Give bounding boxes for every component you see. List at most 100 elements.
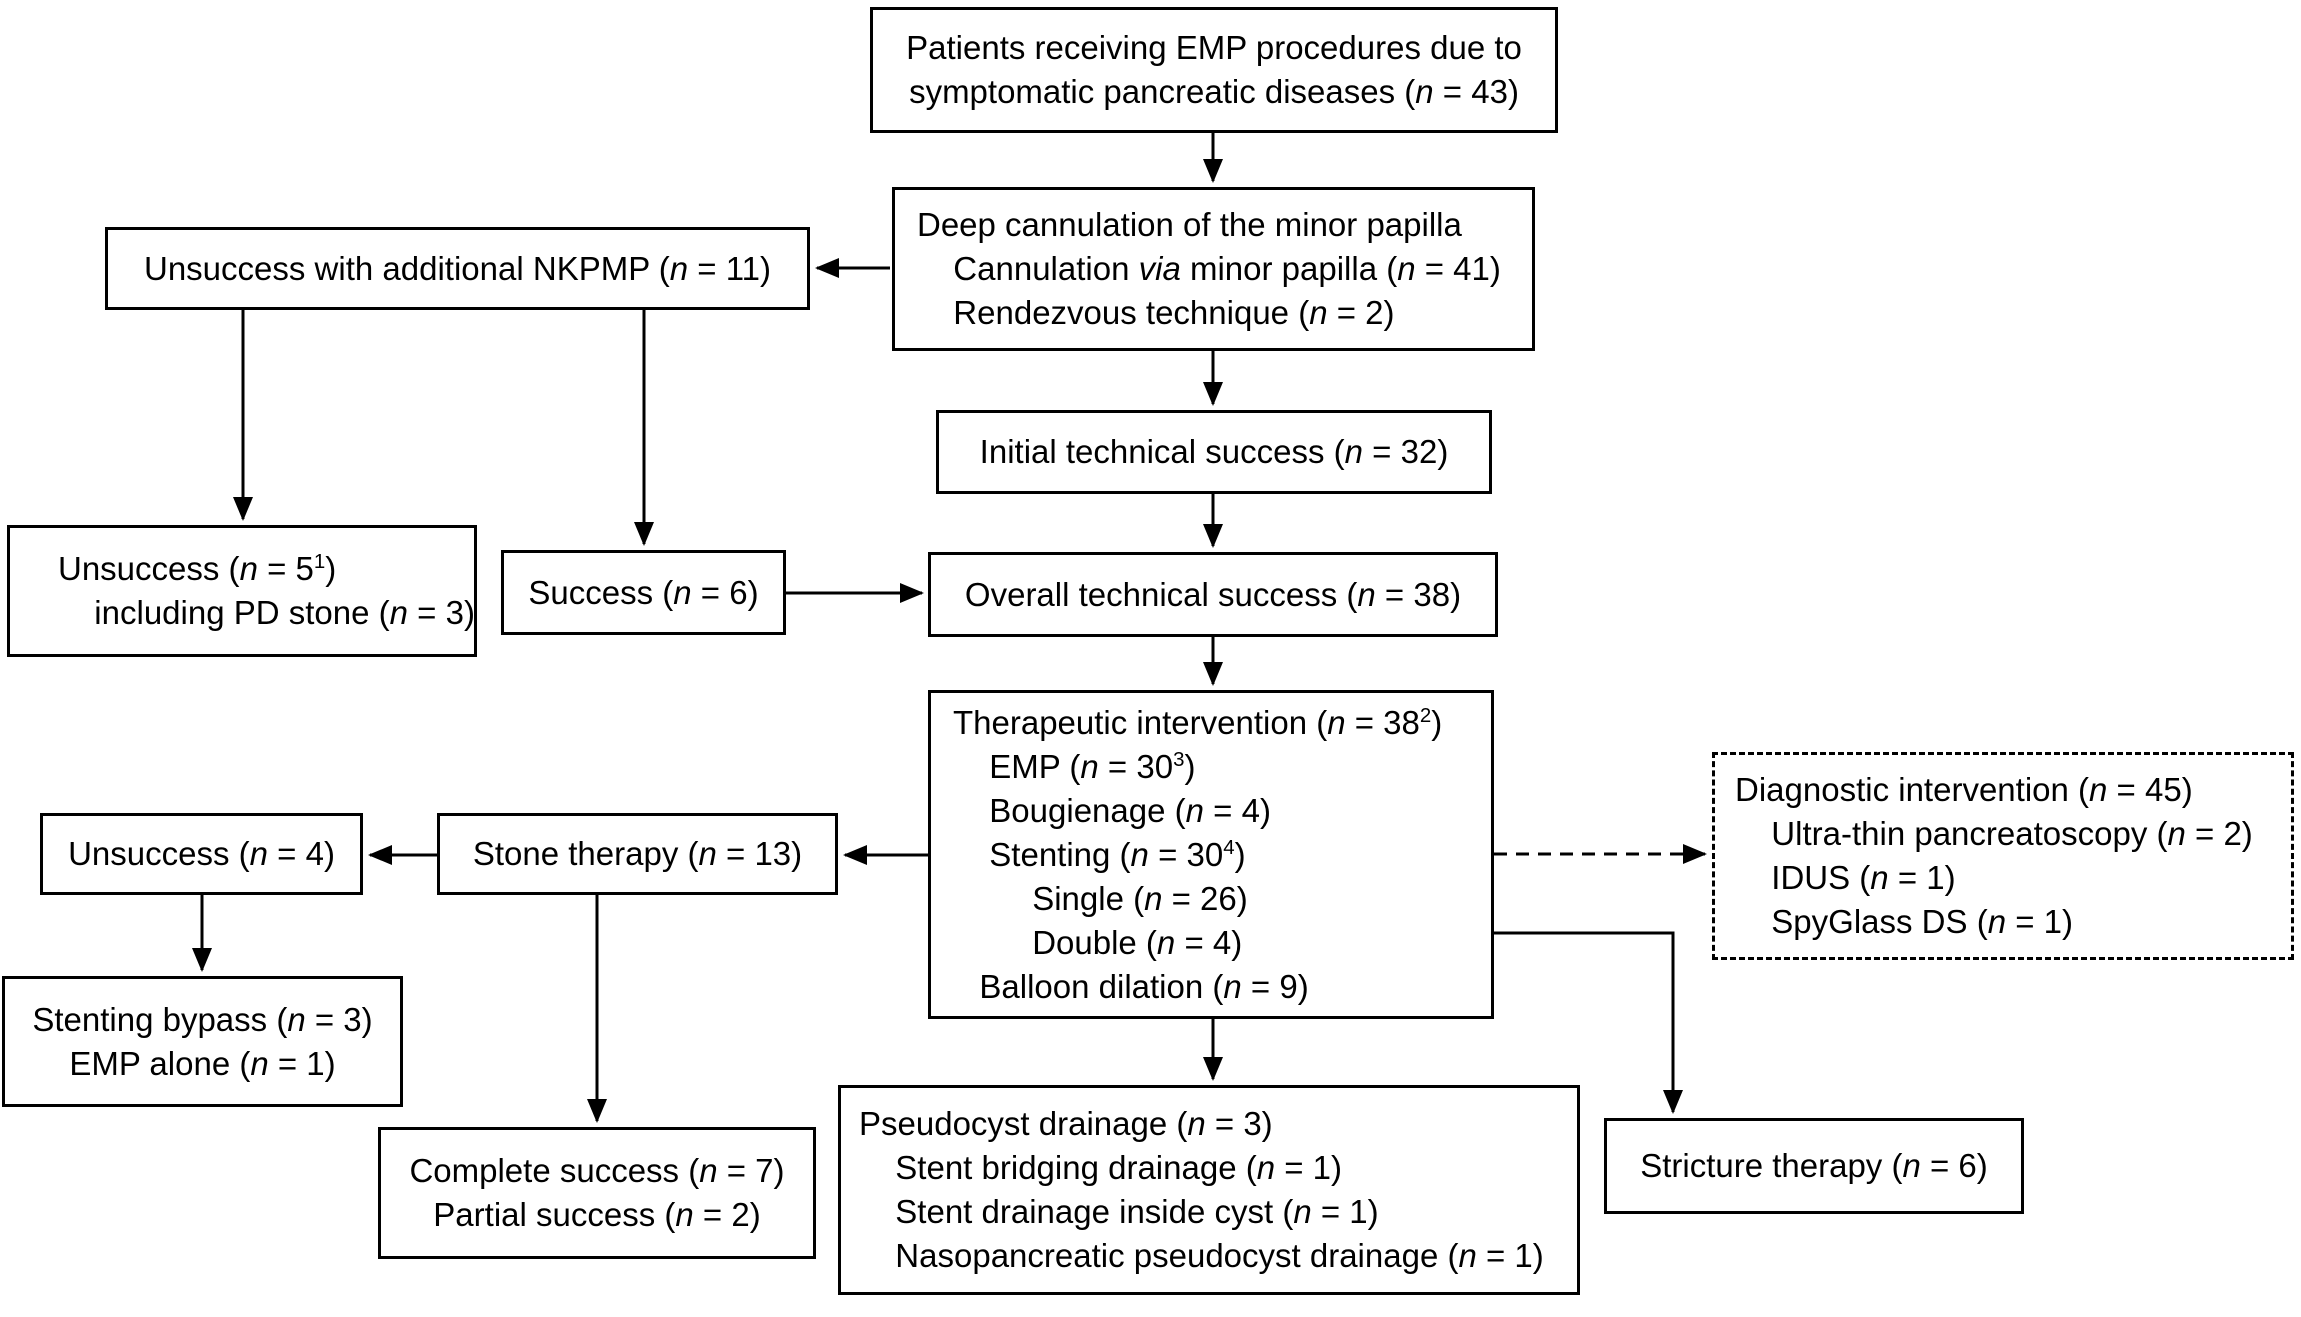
italic-text: n bbox=[1293, 1193, 1312, 1230]
patients-box-line: symptomatic pancreatic diseases (n = 43) bbox=[909, 70, 1519, 114]
text: = 6) bbox=[1920, 1147, 1988, 1184]
text: = 1) bbox=[268, 1044, 336, 1082]
text: ) bbox=[1184, 747, 1196, 785]
stone-therapy-box-line: Stone therapy (n = 13) bbox=[473, 832, 802, 876]
overall-technical-success-box-line: Overall technical success (n = 38) bbox=[965, 573, 1461, 617]
text: = 38) bbox=[1375, 575, 1462, 613]
therapeutic-intervention-box-line: Single (n = 26) bbox=[953, 877, 1491, 921]
text: Therapeutic intervention ( bbox=[953, 703, 1328, 741]
text: = 30 bbox=[1098, 747, 1174, 785]
text: = 1) bbox=[1275, 1149, 1343, 1186]
text: = 1) bbox=[1311, 1193, 1379, 1230]
text: IDUS ( bbox=[1771, 859, 1871, 896]
italic-text: n bbox=[1309, 294, 1328, 331]
superscript-text: 1 bbox=[313, 550, 326, 573]
therapeutic-intervention-box-line: Therapeutic intervention (n = 382) bbox=[953, 701, 1491, 745]
stenting-bypass-box-line: EMP alone (n = 1) bbox=[69, 1042, 335, 1086]
text: including PD stone ( bbox=[94, 594, 390, 631]
italic-text: n bbox=[1080, 747, 1099, 785]
text: Stenting bypass ( bbox=[32, 1000, 288, 1038]
pseudocyst-drainage-box: Pseudocyst drainage (n = 3)Stent bridgin… bbox=[838, 1085, 1580, 1295]
italic-text: n bbox=[673, 573, 692, 611]
italic-text: n bbox=[1223, 967, 1242, 1005]
stricture-therapy-box: Stricture therapy (n = 6) bbox=[1604, 1118, 2024, 1214]
text: Balloon dilation ( bbox=[979, 967, 1224, 1005]
patients-box: Patients receiving EMP procedures due to… bbox=[870, 7, 1558, 133]
text: = 3) bbox=[305, 1000, 373, 1038]
text: ) bbox=[1431, 703, 1443, 741]
success-6-box: Success (n = 6) bbox=[501, 550, 786, 635]
text: Unsuccess with additional NKPMP ( bbox=[144, 249, 670, 287]
italic-text: n bbox=[1130, 835, 1149, 873]
text: Diagnostic intervention ( bbox=[1735, 771, 2090, 808]
text: Stent drainage inside cyst ( bbox=[895, 1193, 1294, 1230]
text: Cannulation bbox=[953, 250, 1139, 287]
complete-success-box: Complete success (n = 7)Partial success … bbox=[378, 1127, 816, 1259]
overall-technical-success-box: Overall technical success (n = 38) bbox=[928, 552, 1498, 637]
text: = 13) bbox=[716, 835, 803, 872]
text: minor papilla ( bbox=[1180, 250, 1398, 287]
therapeutic-intervention-box-line: Stenting (n = 304) bbox=[953, 833, 1491, 877]
text: = 9) bbox=[1241, 967, 1309, 1005]
italic-text: n bbox=[669, 249, 689, 287]
pseudocyst-drainage-box-line: Pseudocyst drainage (n = 3) bbox=[859, 1102, 1577, 1146]
italic-text: n bbox=[249, 835, 268, 872]
text: symptomatic pancreatic diseases ( bbox=[909, 73, 1416, 110]
superscript-text: 2 bbox=[1419, 703, 1432, 727]
text: = 41) bbox=[1415, 250, 1501, 287]
italic-text: n bbox=[389, 594, 408, 631]
therapeutic-intervention-box-line: EMP (n = 303) bbox=[953, 745, 1491, 789]
unsuccess-nkpmp-box-line: Unsuccess with additional NKPMP (n = 11) bbox=[144, 247, 771, 291]
text: Partial success ( bbox=[433, 1196, 676, 1233]
italic-text: n bbox=[1870, 859, 1889, 896]
text: = 4) bbox=[267, 835, 335, 872]
text: Unsuccess ( bbox=[68, 835, 250, 872]
text: Single ( bbox=[1032, 879, 1145, 917]
italic-text: n bbox=[1415, 73, 1434, 110]
italic-text: via bbox=[1138, 250, 1181, 287]
text: Stricture therapy ( bbox=[1640, 1147, 1903, 1184]
initial-technical-success-box: Initial technical success (n = 32) bbox=[936, 410, 1492, 494]
diagnostic-intervention-box-line: Ultra-thin pancreatoscopy (n = 2) bbox=[1735, 812, 2291, 856]
italic-text: n bbox=[2089, 771, 2108, 808]
unsuccess-5-box: Unsuccess (n = 51)including PD stone (n … bbox=[7, 525, 477, 657]
text: = 5 bbox=[257, 550, 314, 587]
diagnostic-intervention-box: Diagnostic intervention (n = 45)Ultra-th… bbox=[1712, 752, 2294, 960]
unsuccess-nkpmp-box: Unsuccess with additional NKPMP (n = 11) bbox=[105, 227, 810, 310]
text: ) bbox=[1234, 835, 1246, 873]
unsuccess-5-box-line: including PD stone (n = 3) bbox=[58, 591, 475, 635]
text: = 45) bbox=[2107, 771, 2193, 808]
text: = 1) bbox=[1476, 1237, 1544, 1274]
italic-text: n bbox=[1256, 1149, 1276, 1186]
text: SpyGlass DS ( bbox=[1771, 903, 1988, 940]
complete-success-box-line: Complete success (n = 7) bbox=[409, 1149, 784, 1193]
italic-text: n bbox=[239, 550, 258, 587]
text: Stent bridging drainage ( bbox=[895, 1149, 1257, 1186]
pseudocyst-drainage-box-line: Stent drainage inside cyst (n = 1) bbox=[859, 1190, 1577, 1234]
text: Overall technical success ( bbox=[964, 575, 1358, 613]
italic-text: n bbox=[1357, 575, 1376, 613]
text: Ultra-thin pancreatoscopy ( bbox=[1771, 815, 2168, 852]
therapeutic-intervention-box-line: Balloon dilation (n = 9) bbox=[953, 965, 1491, 1009]
italic-text: n bbox=[250, 1044, 269, 1082]
text: = 26) bbox=[1162, 879, 1248, 917]
stenting-bypass-box: Stenting bypass (n = 3)EMP alone (n = 1) bbox=[2, 976, 403, 1107]
italic-text: n bbox=[1344, 433, 1364, 470]
text: = 3) bbox=[407, 594, 475, 631]
text: = 38 bbox=[1345, 703, 1420, 741]
success-6-box-line: Success (n = 6) bbox=[528, 571, 758, 615]
initial-technical-success-box-line: Initial technical success (n = 32) bbox=[980, 430, 1449, 474]
text: EMP alone ( bbox=[69, 1044, 251, 1082]
italic-text: n bbox=[699, 1152, 718, 1189]
deep-cannulation-box-line: Cannulation via minor papilla (n = 41) bbox=[917, 247, 1532, 291]
italic-text: n bbox=[1185, 791, 1204, 829]
text: = 11) bbox=[688, 249, 771, 287]
italic-text: n bbox=[287, 1000, 306, 1038]
text: = 2) bbox=[1327, 294, 1395, 331]
text: ) bbox=[325, 550, 337, 587]
italic-text: n bbox=[1987, 903, 2007, 940]
unsuccess-4-box-line: Unsuccess (n = 4) bbox=[68, 832, 335, 876]
patients-box-line: Patients receiving EMP procedures due to bbox=[906, 26, 1522, 70]
